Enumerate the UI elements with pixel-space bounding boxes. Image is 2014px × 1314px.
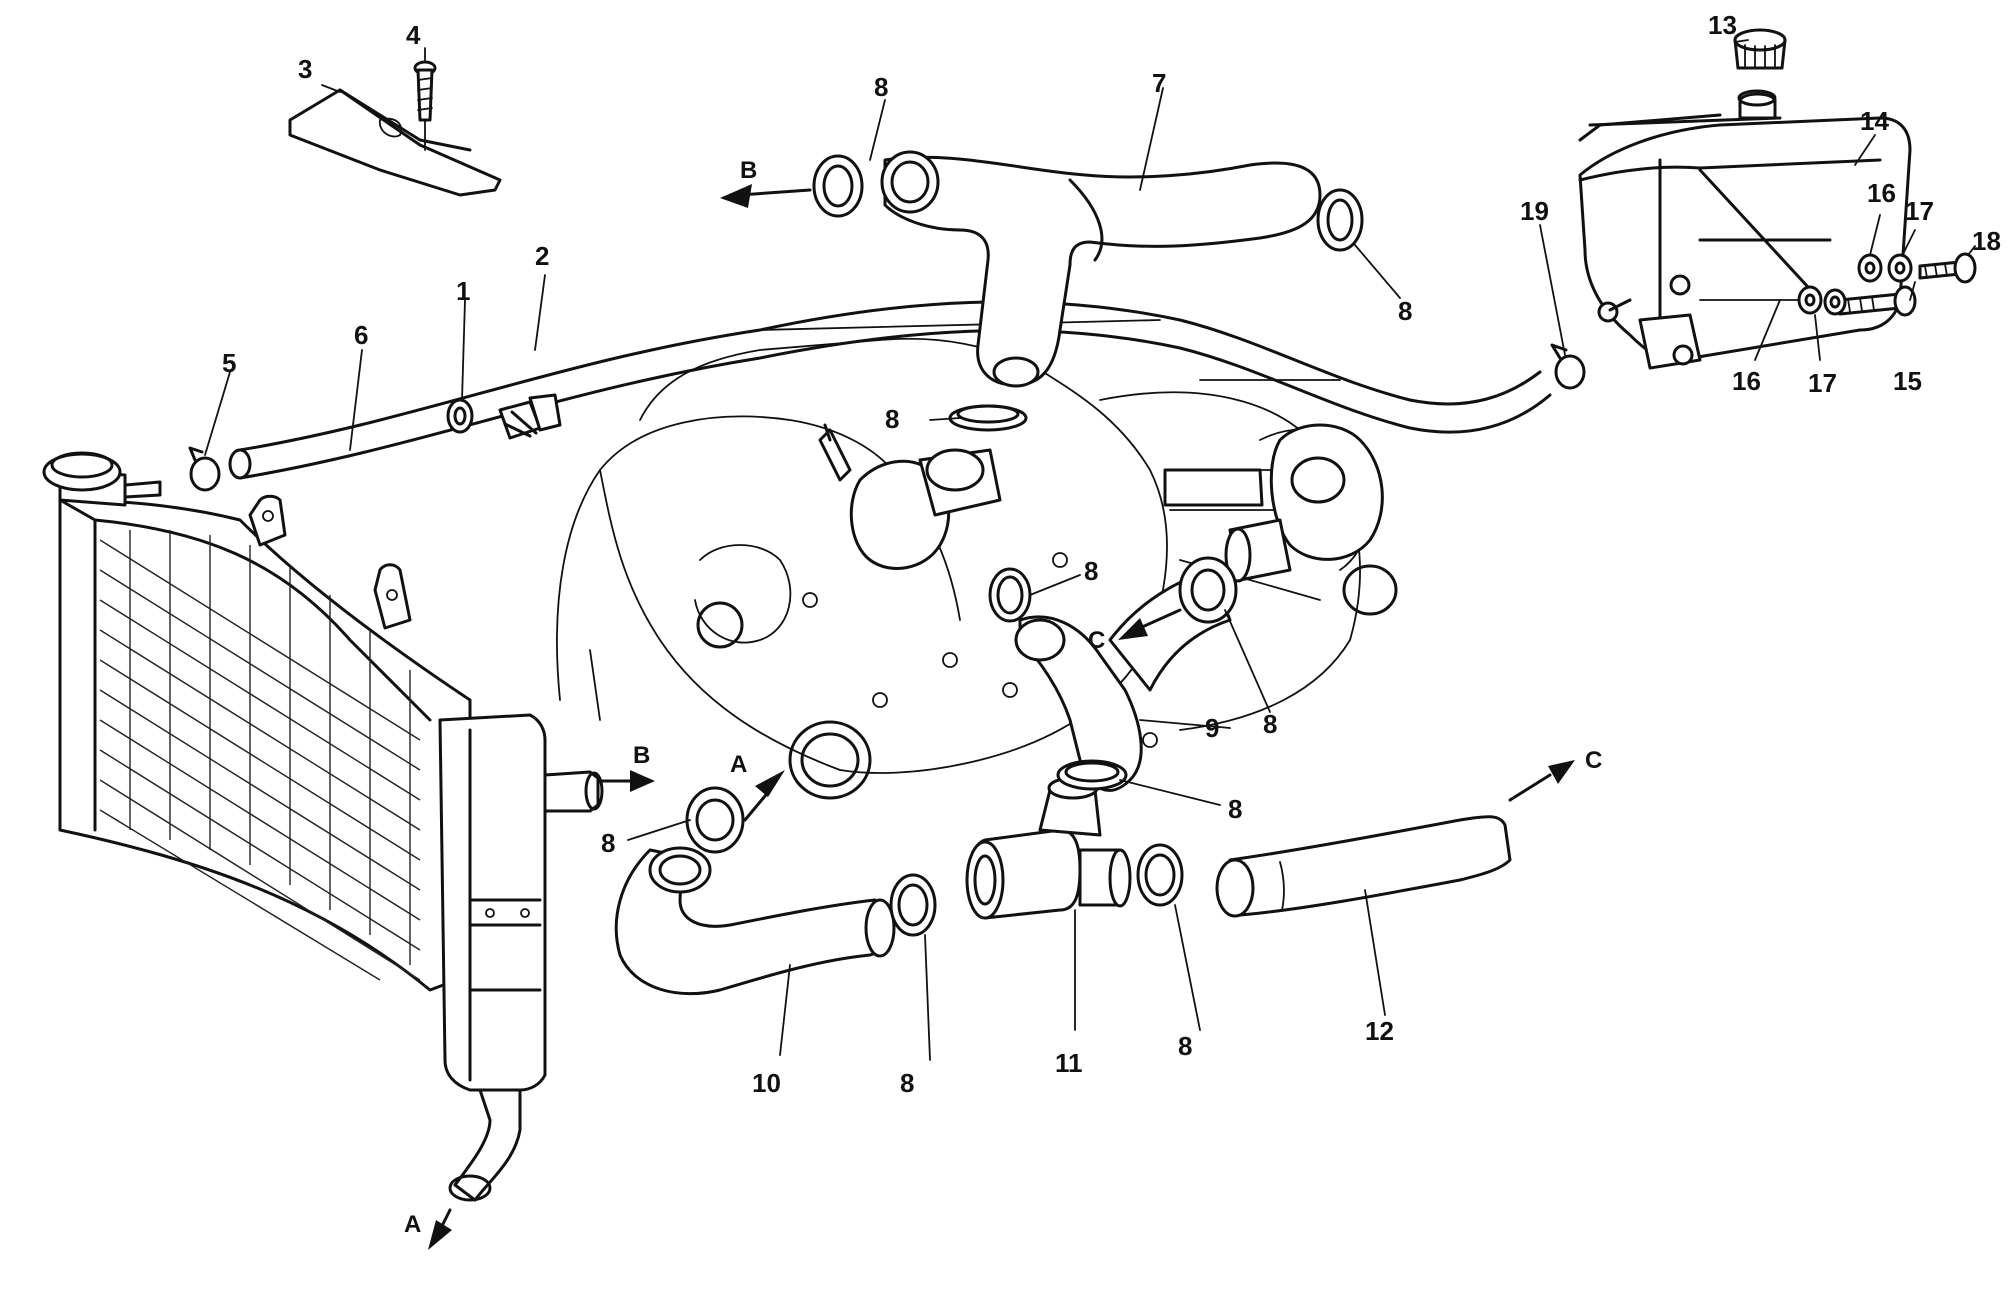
callout-9: 9 (1205, 713, 1219, 743)
flow-label: C (1585, 747, 1602, 774)
callout-8-top-left: 8 (874, 72, 888, 102)
radiator (58, 494, 604, 1202)
callout-7: 7 (1152, 68, 1166, 98)
bolt-18 (1918, 252, 1977, 284)
flow-label: B (633, 742, 650, 769)
callout-8-top-right: 8 (1398, 296, 1412, 326)
callout-5: 5 (222, 348, 236, 378)
hose-10 (614, 846, 896, 996)
callout-8-bottom-right: 8 (1178, 1031, 1192, 1061)
flow-arrow-a-engine: A (730, 751, 785, 822)
temperature-sensor-2 (498, 393, 562, 440)
callout-16-lower: 16 (1732, 366, 1761, 396)
callout-17-upper: 17 (1905, 196, 1934, 226)
radiator-core (99, 530, 421, 981)
hose-clamps-8 (685, 154, 1364, 937)
callout-16-upper: 16 (1867, 178, 1896, 208)
water-pump (1163, 423, 1384, 583)
flow-label: A (730, 751, 747, 778)
callout-18: 18 (1972, 226, 2001, 256)
tank-cap-13 (1733, 28, 1787, 70)
callout-8-lower-left: 8 (601, 828, 615, 858)
callout-10: 10 (752, 1068, 781, 1098)
radiator-cap (42, 451, 162, 507)
callout-2: 2 (535, 241, 549, 271)
callout-8-upper-center: 8 (885, 404, 899, 434)
flow-arrow-b-top: B (720, 157, 812, 208)
callout-17-lower: 17 (1808, 368, 1837, 398)
hose-7 (880, 150, 1322, 388)
flow-label: B (740, 157, 757, 184)
flow-arrow-c-engine: C (1088, 608, 1182, 654)
callout-19: 19 (1520, 196, 1549, 226)
washer-1 (446, 398, 474, 434)
hose-12 (1215, 815, 1512, 918)
callout-3: 3 (298, 54, 312, 84)
clamp-19 (1550, 343, 1586, 390)
washers-16-17 (1797, 253, 1913, 316)
callout-6: 6 (354, 320, 368, 350)
screw-4 (413, 60, 437, 151)
callout-8-lower-right: 8 (1228, 794, 1242, 824)
leader-lines (204, 39, 1976, 1061)
flow-arrow-b-radiator: B (600, 742, 655, 792)
callout-8-thermostat: 8 (1084, 556, 1098, 586)
flow-label: C (1088, 627, 1105, 654)
callout-8-bottom-center: 8 (900, 1068, 914, 1098)
bracket-3 (288, 88, 502, 197)
flow-arrow-c-hose: C (1508, 747, 1602, 802)
flow-label: A (404, 1211, 421, 1238)
t-fitting-11 (965, 776, 1132, 920)
flow-arrow-a-bottom: A (404, 1208, 452, 1250)
callout-labels: 1 2 3 4 5 6 7 8 8 8 8 8 8 8 8 8 9 10 11 … (222, 10, 2001, 1098)
clamp-5 (188, 446, 221, 492)
callout-14: 14 (1860, 106, 1889, 136)
callout-8-pump: 8 (1263, 709, 1277, 739)
callout-15: 15 (1893, 366, 1922, 396)
callout-12: 12 (1365, 1016, 1394, 1046)
callout-1: 1 (456, 276, 470, 306)
thermostat-housing (818, 423, 1002, 570)
callout-11: 11 (1055, 1048, 1083, 1078)
callout-13: 13 (1708, 10, 1737, 40)
callout-4: 4 (406, 20, 421, 50)
